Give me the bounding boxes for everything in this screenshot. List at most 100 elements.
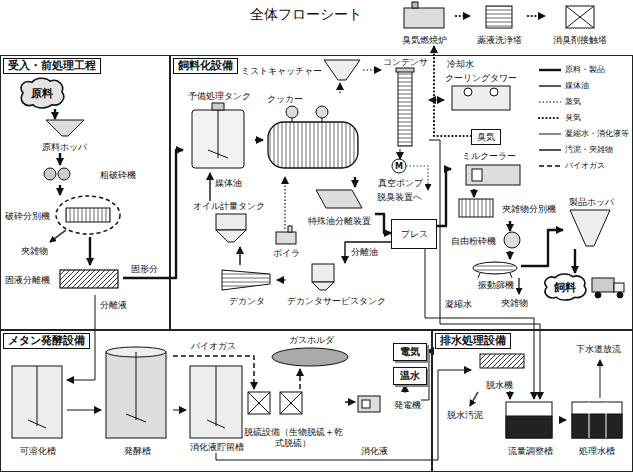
equipment-unit: 脱硫設備（生物脱硫＋乾式脱硫） bbox=[241, 389, 345, 449]
cooker bbox=[316, 106, 328, 118]
node-label: 脱水機 bbox=[486, 380, 513, 391]
node-label: 温水 bbox=[400, 370, 420, 382]
legend-text: 媒体油 bbox=[565, 81, 589, 91]
node-label: プレス bbox=[401, 229, 428, 240]
flow-line bbox=[123, 150, 183, 278]
flow-line bbox=[345, 242, 391, 263]
screw-separator bbox=[60, 270, 118, 288]
equipment-unit: 可溶化槽 bbox=[9, 363, 67, 457]
node-label: 消臭剤接触塔 bbox=[553, 35, 607, 46]
cooker bbox=[286, 106, 298, 118]
decanter bbox=[222, 270, 270, 290]
flow-line bbox=[299, 369, 301, 389]
node-label: 消化液貯留槽 bbox=[190, 442, 244, 453]
flow-line bbox=[284, 177, 285, 229]
pump-symbol: M bbox=[395, 161, 403, 172]
crushing-separator bbox=[56, 196, 120, 234]
solubilization-tank bbox=[28, 420, 46, 428]
vibrating-screen bbox=[473, 262, 517, 278]
equipment-unit: 原料ホッパ bbox=[39, 119, 89, 153]
cooker bbox=[268, 122, 358, 168]
annotation: 下水道放流 bbox=[575, 344, 622, 355]
edge-label: 冷却水 bbox=[446, 59, 475, 70]
edge-label: 分離液 bbox=[99, 300, 128, 311]
fermenter bbox=[136, 352, 137, 420]
legend-row: 汚泥・夾雑物 bbox=[538, 142, 629, 158]
odor-furnace bbox=[404, 2, 444, 28]
truck bbox=[614, 283, 624, 292]
equipment-unit: 自由粉砕機 bbox=[451, 231, 531, 251]
node-label: ミストキャッチャー bbox=[241, 66, 322, 77]
flow-line bbox=[456, 15, 470, 17]
digestate-tank bbox=[207, 420, 225, 428]
deodorant-contact-tower bbox=[566, 6, 594, 28]
node-label: コンデンサ bbox=[383, 57, 428, 68]
fermenter bbox=[106, 347, 166, 438]
equipment-unit: クッカー bbox=[263, 93, 363, 177]
leader-arrows bbox=[518, 278, 520, 294]
annotation: 夾雑物 bbox=[20, 246, 49, 257]
oil-separator bbox=[316, 190, 362, 208]
pretreatment-tank bbox=[192, 110, 244, 168]
equipment-unit: 消臭剤接触塔 bbox=[545, 2, 615, 46]
flow-line bbox=[67, 410, 101, 411]
free-crusher bbox=[504, 232, 520, 248]
node-label: 自由粉砕機 bbox=[451, 236, 496, 247]
equipment-unit: デカンタサービスタンク bbox=[286, 263, 387, 307]
equipment-unit: 振動篩機 bbox=[471, 259, 521, 291]
equipment-unit: 製品ホッパ bbox=[563, 197, 619, 249]
equipment-unit: 処理水槽 bbox=[566, 399, 628, 457]
coarse-crusher bbox=[58, 168, 70, 180]
decanter bbox=[222, 270, 270, 290]
screw-separator bbox=[60, 270, 118, 288]
node-label: 処理水槽 bbox=[579, 446, 615, 457]
oil-separator bbox=[316, 190, 362, 208]
chemical-scrubber bbox=[486, 6, 512, 28]
legend-row: 臭気 bbox=[538, 110, 629, 126]
node-label: 振動篩機 bbox=[478, 280, 514, 291]
digestate-tank bbox=[216, 366, 217, 426]
node-label: 製品ホッパ bbox=[569, 197, 614, 208]
gas-holder bbox=[272, 348, 348, 366]
flow-line bbox=[509, 391, 511, 399]
legend-row: 蒸気 bbox=[538, 94, 629, 110]
flow-line bbox=[59, 153, 61, 165]
equipment-unit: 固液分離機 bbox=[5, 265, 123, 295]
output-box: 電気 bbox=[393, 343, 427, 361]
node-label: 流量調整槽 bbox=[508, 446, 553, 457]
node-label: ボイラ bbox=[273, 248, 300, 259]
node-label: クーリングタワー bbox=[445, 73, 517, 84]
edge-label: バイオガス bbox=[190, 341, 237, 352]
raw-hopper bbox=[46, 120, 84, 136]
flow-line bbox=[173, 410, 186, 411]
legend-text: 汚泥・夾雑物 bbox=[565, 145, 613, 155]
equipment-unit: ミストキャッチャー bbox=[241, 59, 363, 83]
legend-sample bbox=[538, 81, 562, 91]
equipment-unit: オイル計量タンク bbox=[191, 201, 267, 247]
legend-text: バイオガス bbox=[565, 161, 605, 171]
flow-line bbox=[429, 140, 540, 399]
flow-line bbox=[509, 251, 511, 259]
material-cloud: 原料 bbox=[17, 77, 67, 109]
crushing-separator bbox=[66, 208, 110, 222]
node-label: 真空ポンプ bbox=[378, 178, 423, 189]
legend-sample bbox=[538, 97, 562, 107]
flow-line bbox=[239, 247, 240, 265]
section-heading: 飼料化設備 bbox=[173, 58, 238, 74]
flow-line bbox=[255, 139, 263, 141]
digestate-tank bbox=[190, 366, 242, 438]
mist-catcher bbox=[324, 60, 360, 80]
boiler bbox=[288, 226, 292, 232]
legend-sample bbox=[538, 113, 562, 123]
flow-line bbox=[528, 15, 545, 17]
cooling-tower bbox=[452, 86, 510, 110]
fermenter bbox=[126, 414, 146, 422]
foreign-matter-sorter bbox=[459, 199, 493, 217]
vibrating-screen bbox=[510, 273, 512, 278]
legend-text: 臭気 bbox=[565, 113, 581, 123]
section-heading: 排水処理設備 bbox=[435, 333, 511, 349]
flow-adjustment-tank bbox=[506, 402, 552, 438]
equipment-unit: 予備処理タンク bbox=[183, 91, 255, 173]
equipment-unit: 破砕分別機 bbox=[5, 195, 123, 237]
